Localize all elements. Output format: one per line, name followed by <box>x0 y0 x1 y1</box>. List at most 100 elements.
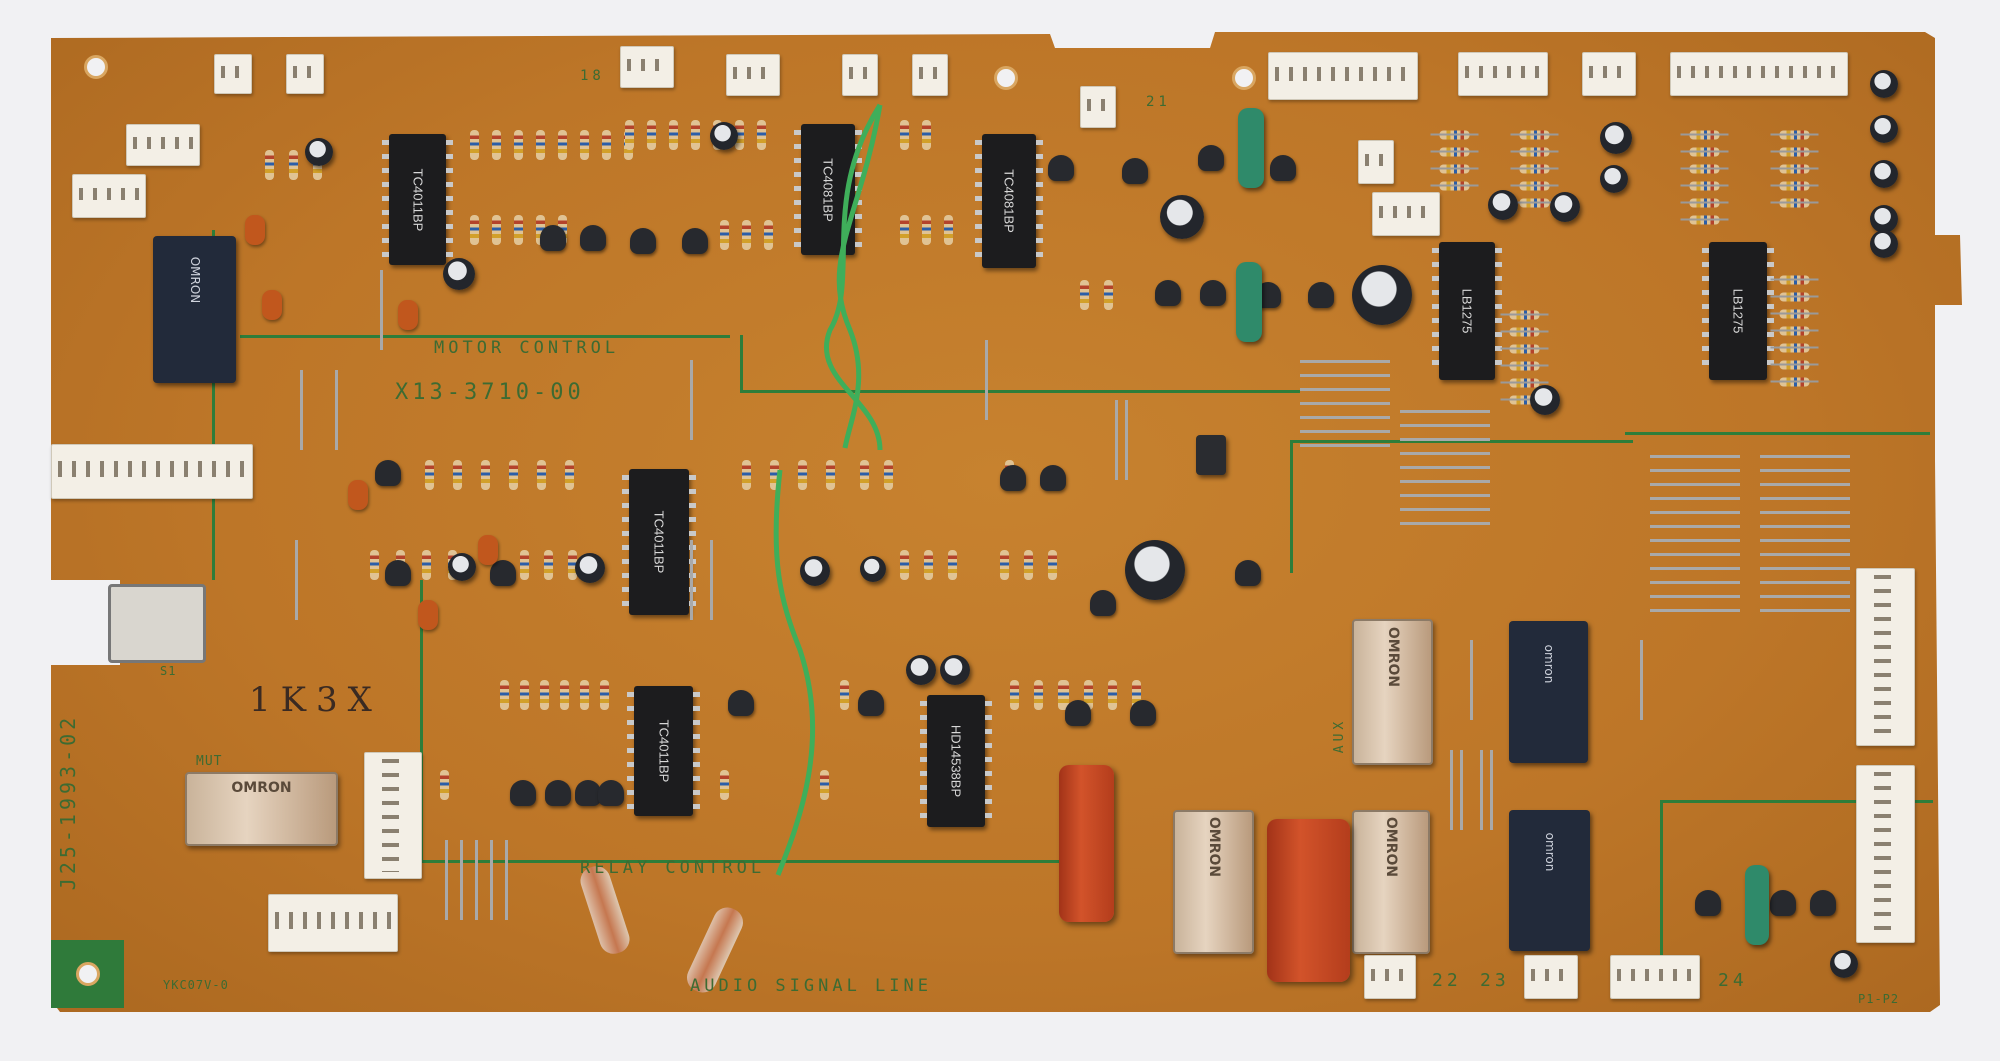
trace-motor-boundary <box>240 335 730 338</box>
trace-motor-boundary-2 <box>730 335 743 390</box>
relay-rl3: omron <box>1509 621 1588 763</box>
wire-jumper <box>1760 581 1850 584</box>
resistor <box>1024 541 1033 589</box>
label-s1: S1 <box>160 664 177 678</box>
label-24: 24 <box>1718 970 1748 991</box>
wire-jumper <box>1400 438 1490 441</box>
resistor <box>820 761 829 809</box>
electrolytic-capacitor <box>1870 115 1898 143</box>
wire-jumper <box>1650 455 1740 458</box>
trace-relay-bottom <box>420 860 1080 863</box>
resistor <box>520 671 529 719</box>
relay-brand: OMRON <box>231 780 292 796</box>
electrolytic-capacitor <box>443 258 475 290</box>
relay-rl5: OMRON <box>1173 810 1254 954</box>
wire-jumper <box>690 540 693 620</box>
green-wire <box>836 104 883 449</box>
resistor <box>669 111 678 159</box>
wire-jumper <box>1470 640 1473 720</box>
switch-s1 <box>108 584 206 663</box>
label-aux: AUX <box>1332 717 1348 754</box>
green-wire <box>773 469 816 876</box>
resistor <box>884 451 893 499</box>
label-motor-control: MOTOR CONTROL <box>434 338 620 358</box>
transistor <box>385 560 411 586</box>
resistor <box>580 121 589 169</box>
resistor <box>757 111 766 159</box>
resistor <box>798 451 807 499</box>
transistor <box>1155 280 1181 306</box>
wire-jumper <box>1760 567 1850 570</box>
relay-rl4: OMRON <box>1352 810 1430 954</box>
resistor <box>509 451 518 499</box>
mounting-hole <box>84 55 108 79</box>
electrolytic-capacitor <box>448 553 476 581</box>
resistor <box>602 121 611 169</box>
transistor <box>1200 280 1226 306</box>
resistor <box>742 211 751 259</box>
ic-chip: TC4011BP <box>622 469 696 615</box>
wire-jumper <box>690 360 693 440</box>
wire-jumper <box>1650 609 1740 612</box>
wire-jumper <box>1125 400 1128 480</box>
axial-capacitor <box>1236 262 1262 342</box>
relay-rl2: omron <box>1509 810 1590 951</box>
connector <box>268 894 398 952</box>
resistor <box>742 451 751 499</box>
resistor <box>1060 671 1069 719</box>
wire-jumper <box>1400 508 1490 511</box>
wire-jumper <box>710 540 713 620</box>
ceramic-capacitor <box>398 300 418 330</box>
resistor <box>537 451 546 499</box>
connector <box>1670 52 1848 96</box>
electrolytic-capacitor <box>1870 70 1898 98</box>
label-22: 22 <box>1432 970 1462 991</box>
wire-jumper <box>1300 402 1390 405</box>
resistor <box>944 206 953 254</box>
relay-mute: OMRON <box>185 772 338 846</box>
connector <box>126 124 200 166</box>
transistor <box>1130 700 1156 726</box>
connector <box>726 54 780 96</box>
transistor <box>1065 700 1091 726</box>
wire-jumper <box>1400 424 1490 427</box>
resistor <box>289 141 298 189</box>
resistor <box>544 541 553 589</box>
ceramic-capacitor <box>262 290 282 320</box>
electrolytic-capacitor <box>1600 165 1628 193</box>
transistor <box>375 460 401 486</box>
resistor <box>565 451 574 499</box>
electrolytic-capacitor <box>1488 190 1518 220</box>
trace-right-boundary <box>1625 432 1930 435</box>
resistor <box>691 111 700 159</box>
trace-motor-boundary-3 <box>740 390 1300 393</box>
connector <box>1458 52 1548 96</box>
connector-left-edge <box>51 444 253 499</box>
resistor <box>520 541 529 589</box>
film-capacitor <box>1059 765 1114 922</box>
resistor <box>922 206 931 254</box>
trace-left-vertical <box>212 230 215 580</box>
connector <box>1524 955 1578 999</box>
transistor <box>545 780 571 806</box>
green-wire <box>823 103 883 451</box>
wire-jumper <box>1760 469 1850 472</box>
connector <box>1268 52 1418 100</box>
wire-jumper <box>1300 444 1390 447</box>
resistor <box>625 111 634 159</box>
ic-chip: LB1275 <box>1702 242 1774 380</box>
resistor <box>568 541 577 589</box>
wire-jumper <box>1760 553 1850 556</box>
resistor <box>536 206 545 254</box>
wire-jumper <box>1650 595 1740 598</box>
transistor <box>575 780 601 806</box>
wire-jumper <box>1400 410 1490 413</box>
resistor <box>580 671 589 719</box>
wire-jumper <box>1300 430 1390 433</box>
resistor <box>860 451 869 499</box>
wire-jumper <box>1760 455 1850 458</box>
resistor <box>1034 671 1043 719</box>
wire-jumper <box>490 840 493 920</box>
wire-jumper <box>1650 567 1740 570</box>
trace-relay-boundary <box>420 580 423 860</box>
